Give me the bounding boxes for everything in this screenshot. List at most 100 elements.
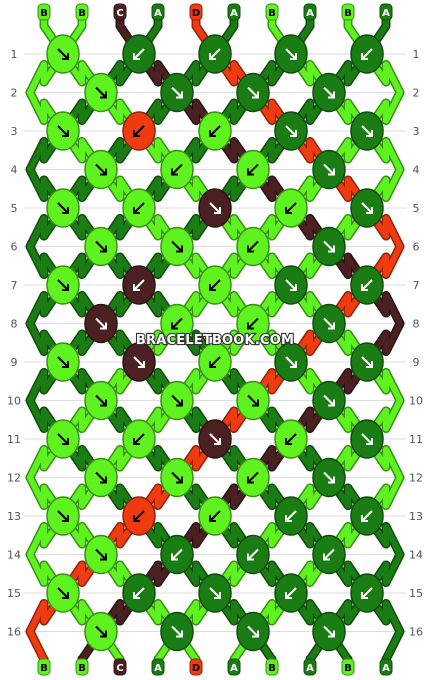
knot bbox=[236, 149, 270, 190]
strand-label-bottom: B bbox=[75, 658, 89, 676]
arrow-down-right-icon bbox=[57, 587, 69, 599]
arrow-down-right-icon bbox=[57, 510, 69, 522]
row-number-left: 9 bbox=[11, 356, 18, 369]
strand-segment bbox=[27, 61, 47, 124]
row-number-right: 13 bbox=[409, 510, 423, 523]
strand-label-bottom: B bbox=[341, 658, 355, 676]
arrow-head bbox=[328, 245, 335, 253]
knot bbox=[236, 534, 270, 575]
arrow-down-right-icon bbox=[171, 471, 183, 484]
strand-label-top: A bbox=[379, 3, 393, 21]
strand-label-chip bbox=[75, 3, 89, 21]
arrow-down-right-icon bbox=[57, 125, 69, 137]
knot bbox=[46, 34, 80, 74]
arrow-head bbox=[209, 53, 216, 60]
arrow-head bbox=[62, 130, 69, 137]
knot bbox=[122, 34, 156, 74]
knot bbox=[350, 188, 384, 228]
strand-segment bbox=[27, 369, 47, 432]
strand-segment bbox=[27, 292, 47, 355]
arrow-head bbox=[328, 322, 335, 330]
strand-label-bottom: A bbox=[379, 658, 393, 676]
row-number-right: 8 bbox=[413, 318, 420, 331]
strand-label-chip bbox=[227, 658, 241, 676]
strand-segment bbox=[383, 600, 403, 663]
row-number-right: 3 bbox=[413, 125, 420, 138]
arrow-down-left-icon bbox=[247, 471, 259, 484]
row-number-right: 1 bbox=[413, 48, 420, 61]
strand-segment bbox=[383, 369, 403, 432]
knot bbox=[160, 72, 194, 113]
knot bbox=[46, 496, 80, 536]
arrow-down-right-icon bbox=[361, 356, 373, 368]
knot bbox=[236, 611, 270, 652]
knot bbox=[312, 303, 346, 344]
strand-label-text: D bbox=[192, 663, 200, 674]
arrow-down-left-icon bbox=[247, 240, 259, 253]
arrow-head bbox=[133, 438, 140, 445]
row-number-left: 12 bbox=[7, 472, 21, 485]
row-number-right: 10 bbox=[409, 395, 423, 408]
arrow-down-right-icon bbox=[285, 356, 297, 368]
knot bbox=[122, 496, 156, 536]
row-number-left: 6 bbox=[11, 241, 18, 254]
strand-label-text: B bbox=[268, 663, 276, 674]
knot bbox=[312, 457, 346, 498]
strand-label-chip bbox=[341, 3, 355, 21]
arrow-head bbox=[100, 245, 107, 253]
arrow-down-left-icon bbox=[285, 587, 297, 599]
arrow-head bbox=[247, 245, 254, 253]
strand-label-top: B bbox=[37, 3, 51, 21]
knot bbox=[274, 342, 308, 382]
arrow-head bbox=[62, 53, 69, 60]
row-number-right: 15 bbox=[409, 587, 423, 600]
arrow-head bbox=[328, 168, 335, 176]
row-number-left: 7 bbox=[11, 279, 18, 292]
strand-label-top: B bbox=[75, 3, 89, 21]
knot bbox=[350, 342, 384, 382]
arrow-down-right-icon bbox=[285, 125, 297, 137]
knot bbox=[274, 188, 308, 228]
arrow-head bbox=[100, 168, 107, 176]
arrow-head bbox=[361, 284, 368, 291]
arrow-down-left-icon bbox=[133, 587, 145, 599]
knot bbox=[350, 265, 384, 305]
knot bbox=[198, 188, 232, 228]
arrow-head bbox=[290, 53, 297, 60]
row-number-left: 13 bbox=[7, 510, 21, 523]
arrow-down-right-icon bbox=[323, 394, 335, 407]
arrow-down-left-icon bbox=[361, 510, 373, 522]
strand-label-bottom: A bbox=[227, 658, 241, 676]
arrow-head bbox=[100, 399, 107, 407]
arrow-down-left-icon bbox=[247, 317, 259, 330]
arrow-down-left-icon bbox=[133, 279, 145, 291]
knot bbox=[160, 303, 194, 344]
strand-label-text: D bbox=[192, 8, 200, 19]
knot bbox=[274, 419, 308, 459]
arrow-down-right-icon bbox=[209, 587, 221, 599]
arrow-down-right-icon bbox=[361, 433, 373, 445]
knot bbox=[84, 457, 118, 498]
arrow-head bbox=[214, 207, 221, 214]
knot bbox=[274, 573, 308, 613]
knot bbox=[160, 457, 194, 498]
knot bbox=[84, 534, 118, 575]
arrow-down-right-icon bbox=[95, 471, 107, 484]
row-number-right: 12 bbox=[409, 472, 423, 485]
strand-label-text: B bbox=[78, 8, 86, 19]
knot bbox=[122, 111, 156, 151]
knot bbox=[84, 72, 118, 113]
knot bbox=[122, 265, 156, 305]
row-number-left: 1 bbox=[11, 48, 18, 61]
knot bbox=[198, 34, 232, 74]
arrow-head bbox=[247, 553, 254, 561]
strand-segment bbox=[27, 523, 47, 586]
knot bbox=[312, 72, 346, 113]
arrow-down-right-icon bbox=[171, 86, 183, 99]
arrow-down-right-icon bbox=[323, 625, 335, 638]
strand-label-text: B bbox=[344, 8, 352, 19]
strand-label-text: C bbox=[116, 8, 123, 19]
arrow-head bbox=[62, 207, 69, 214]
row-number-left: 11 bbox=[7, 433, 21, 446]
knot bbox=[122, 342, 156, 382]
